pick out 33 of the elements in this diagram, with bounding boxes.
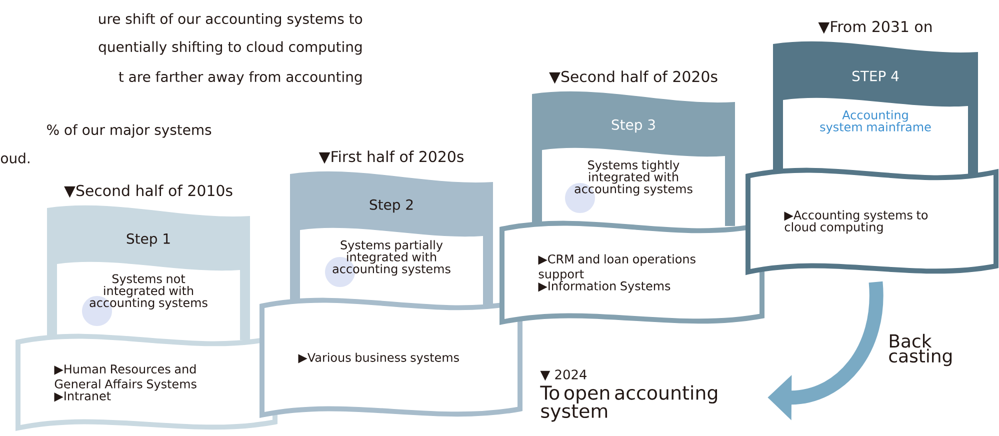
wavy-banner [16,334,278,430]
paragraph-line: oud. [0,152,30,164]
wavy-banner [746,168,998,274]
step-heading: Step 2 [370,199,413,213]
step-flag [290,150,493,305]
paragraph-line: % of our major systems [47,124,212,138]
period-label: ▼From 2031 on [818,20,932,34]
node-label: ▶Intranet [54,392,111,402]
description-text: Accounting system mainframe [820,110,931,134]
description-text: Systems not integrated with accounting systems [90,274,208,310]
paragraph-line: quentially shifting to cloud computing [98,41,362,55]
bullet-list: ▶Human Resources and General Affairs Systems ▶Intranet [54,364,196,402]
step-flag [532,70,735,226]
step-heading: STEP 4 [852,70,899,82]
node-label: ▶Human Resources and General Affairs Systems [54,364,196,391]
description-text: Systems tightly integrated with accounting systems [574,160,692,196]
year-label: ▼ 2024 [540,370,586,381]
step-heading: Step 3 [612,119,655,133]
step-flag [773,20,978,174]
period-label: ▼Second half of 2020s [549,70,718,84]
target-text: To open accounting system [540,385,717,422]
bullet-list: ▶CRM and loan operations support ▶Information Systems [538,254,696,293]
paragraph-line: t are farther away from accounting [118,71,362,85]
period-label: ▼Second half of 2010s [64,184,232,198]
paragraph-line: ure shift of our accounting systems to [99,13,362,27]
step-flag [47,184,250,340]
bullet-list: ▶Various business systems [298,352,459,364]
step-heading: Step 1 [126,233,170,247]
edge-label: Back casting [889,334,952,366]
description-text: Systems partially integrated with accounting systems [332,240,450,276]
period-label: ▼First half of 2020s [318,150,464,164]
bullet-list: ▶Accounting systems to cloud computing [784,210,928,234]
wavy-banner [500,220,764,324]
